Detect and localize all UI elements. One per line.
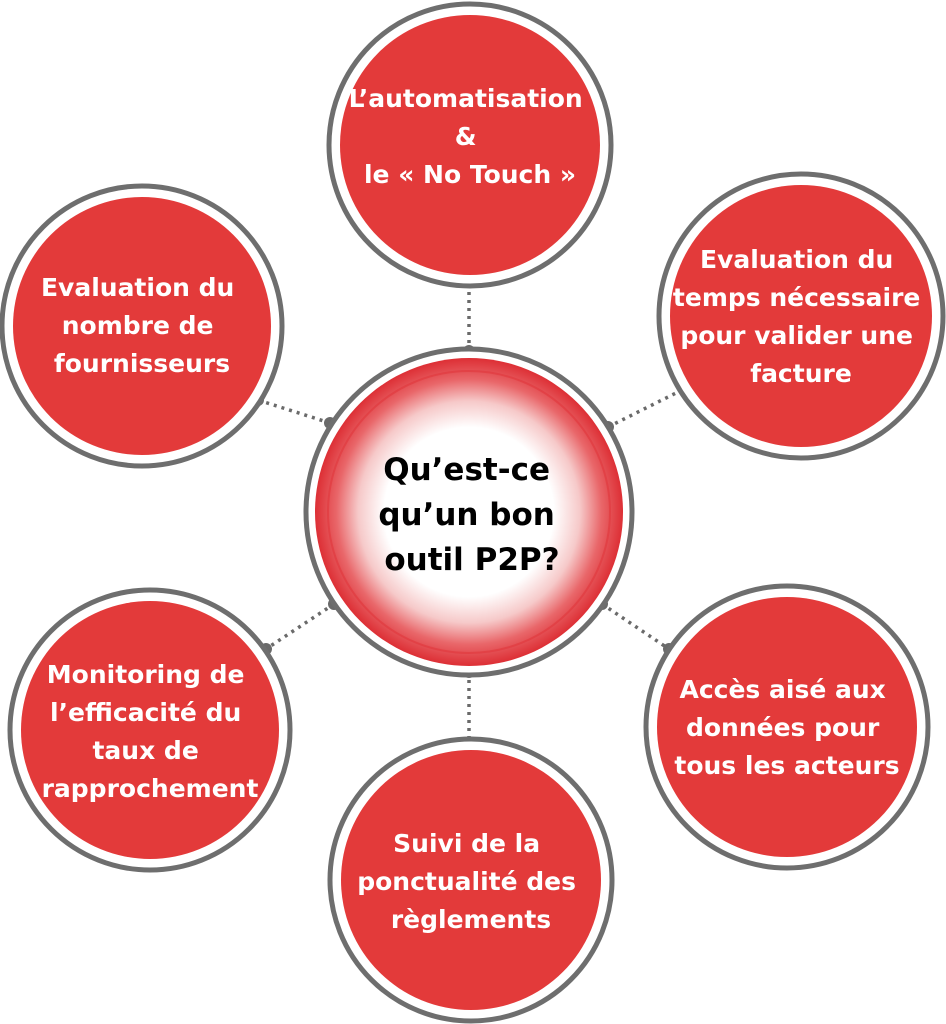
node-label: Monitoring de l’efficacité du taux de ra… <box>42 660 259 803</box>
node-taux-rapprochement: Monitoring de l’efficacité du taux de ra… <box>7 587 293 873</box>
node-line: rapprochement <box>42 774 259 803</box>
node-line: Monitoring de <box>47 660 245 689</box>
node-acces-donnees: Accès aisé aux données pour tous les act… <box>643 583 931 871</box>
node-line: ponctualité des <box>357 867 576 896</box>
center-inner-ring <box>327 370 611 654</box>
center-glow <box>315 358 623 666</box>
node-nombre-fournisseurs: Evaluation du nombre de fournisseurs <box>0 183 285 469</box>
node-line: Evaluation du <box>700 245 893 274</box>
connector-nombre-fournisseurs <box>257 398 331 425</box>
node-line: facture <box>750 359 852 388</box>
center-node: Qu’est-ce qu’un bon outil P2P? <box>303 346 635 678</box>
center-line: outil P2P? <box>384 542 559 578</box>
node-circle <box>670 185 932 447</box>
node-temps-validation: Evaluation du temps nécessaire pour vali… <box>656 171 946 461</box>
connector-taux-rapprochement <box>265 602 335 651</box>
node-automatisation: L’automatisation & le « No Touch » <box>326 1 614 289</box>
node-line: le « No Touch » <box>364 160 576 189</box>
node-line: Evaluation du <box>41 273 234 302</box>
node-circle <box>657 597 917 857</box>
node-line: taux de <box>92 736 198 765</box>
node-label: Evaluation du nombre de fournisseurs <box>41 273 243 378</box>
node-line: fournisseurs <box>54 349 230 378</box>
node-label: L’automatisation & le « No Touch » <box>349 84 592 189</box>
node-label: Evaluation du temps nécessaire pour vali… <box>673 245 929 388</box>
node-line: l’efficacité du <box>50 698 241 727</box>
node-line: données pour <box>686 713 880 742</box>
node-line: L’automatisation <box>349 84 583 113</box>
center-line: Qu’est-ce <box>383 452 550 488</box>
node-line: temps nécessaire <box>673 283 920 312</box>
node-circle <box>13 197 271 455</box>
node-line: règlements <box>391 905 551 934</box>
node-line: Suivi de la <box>393 829 540 858</box>
node-line: tous les acteurs <box>674 751 899 780</box>
node-circle <box>341 750 601 1010</box>
connector-temps-validation <box>607 386 687 429</box>
connector-acces-donnees <box>601 602 670 651</box>
center-question: Qu’est-ce qu’un bon outil P2P? <box>378 452 565 578</box>
node-circle <box>340 15 600 275</box>
node-label: Accès aisé aux données pour tous les act… <box>674 675 899 780</box>
node-line: Accès aisé aux <box>679 675 885 704</box>
node-circle <box>21 601 279 859</box>
node-label: Suivi de la ponctualité des règlements <box>357 829 585 934</box>
node-line: nombre de <box>62 311 214 340</box>
node-line: & <box>455 122 477 151</box>
node-line: pour valider une <box>680 321 913 350</box>
center-line: qu’un bon <box>378 497 555 533</box>
node-ponctualite-reglements: Suivi de la ponctualité des règlements <box>327 736 615 1024</box>
